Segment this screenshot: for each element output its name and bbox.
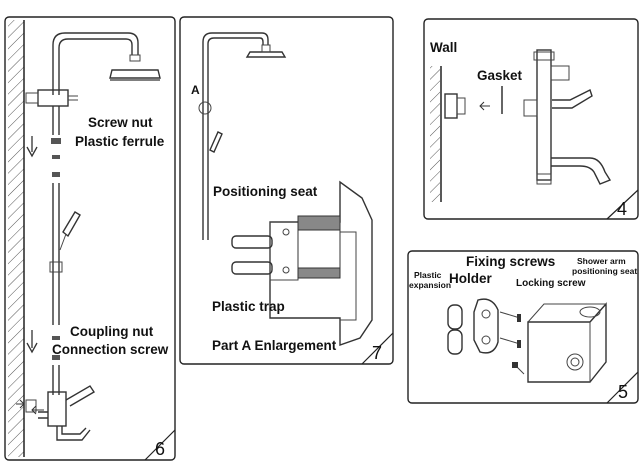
- connection-screw-part: [52, 355, 60, 360]
- label-plastic-ferrule: Plastic ferrule: [75, 134, 165, 149]
- screw-nut-part: [51, 138, 61, 144]
- panel-7: A Positioning seat Plastic trap Part A E…: [179, 16, 394, 365]
- panel-5-number: 5: [618, 382, 628, 402]
- label-plastic-trap: Plastic trap: [212, 299, 285, 314]
- panel-4-number: 4: [617, 199, 627, 219]
- fixing-screws-part: [499, 311, 521, 345]
- positioning-seat-enlargement: [269, 180, 373, 346]
- riser-arm: [52, 32, 139, 95]
- label-part-a-enlargement: Part A Enlargement: [212, 338, 337, 353]
- label-point-a: A: [191, 83, 200, 97]
- plastic-expansion-7a: [231, 235, 273, 249]
- label-locking-screw: Locking screw: [516, 278, 586, 289]
- label-plastic-expansion-1: Plastic: [414, 270, 442, 280]
- label-plastic-expansion-2: expansion: [409, 280, 451, 290]
- label-holder: Holder: [449, 271, 493, 286]
- label-positioning-seat: Positioning seat: [213, 184, 318, 199]
- point-a-marker: [198, 101, 212, 115]
- hand-shower-7: [209, 131, 223, 153]
- mixer-handle-4: [552, 89, 593, 109]
- panel-4: Wall Gasket 4: [423, 18, 639, 220]
- plastic-expansion-5a: [447, 304, 463, 330]
- hand-shower: [62, 211, 81, 238]
- label-coupling-nut: Coupling nut: [70, 324, 154, 339]
- panel-4-frame: [423, 18, 639, 220]
- label-gasket: Gasket: [477, 68, 523, 83]
- panel-6-frame: [4, 16, 176, 461]
- label-shower-arm-2: positioning seat: [572, 266, 637, 276]
- label-wall: Wall: [430, 40, 457, 55]
- spout-4: [551, 157, 612, 185]
- panel-5: Fixing screws Plastic expansion Holder L…: [407, 250, 639, 404]
- arrow-down-icon-2: [26, 330, 38, 354]
- panel-5-frame: [407, 250, 639, 404]
- wall-hatch-4: [430, 66, 440, 202]
- panel-6-number: 6: [155, 439, 165, 459]
- holder-part: [473, 298, 499, 354]
- shower-head: [109, 69, 161, 79]
- spout: [56, 426, 91, 441]
- mixer-handle: [65, 385, 95, 407]
- panel-6: Screw nut Plastic ferrule Coupling nut C…: [4, 16, 176, 461]
- label-shower-arm-1: Shower arm: [577, 256, 626, 266]
- wall-hatch: [8, 20, 24, 457]
- label-fixing-screws: Fixing screws: [466, 254, 555, 269]
- label-connection-screw: Connection screw: [52, 342, 169, 357]
- shower-head-7: [245, 51, 287, 58]
- panel-7-number: 7: [372, 343, 382, 363]
- plastic-ferrule-part: [52, 155, 60, 159]
- label-screw-nut: Screw nut: [88, 115, 153, 130]
- plastic-expansion-5b: [447, 329, 463, 355]
- arrow-left-icon: [31, 405, 44, 415]
- riser-arm-7: [202, 32, 269, 240]
- plastic-expansion-7b: [231, 261, 273, 275]
- arrow-left-icon-4: [479, 101, 490, 111]
- arrow-down-icon: [26, 136, 38, 158]
- coupling-nut-part: [52, 336, 60, 340]
